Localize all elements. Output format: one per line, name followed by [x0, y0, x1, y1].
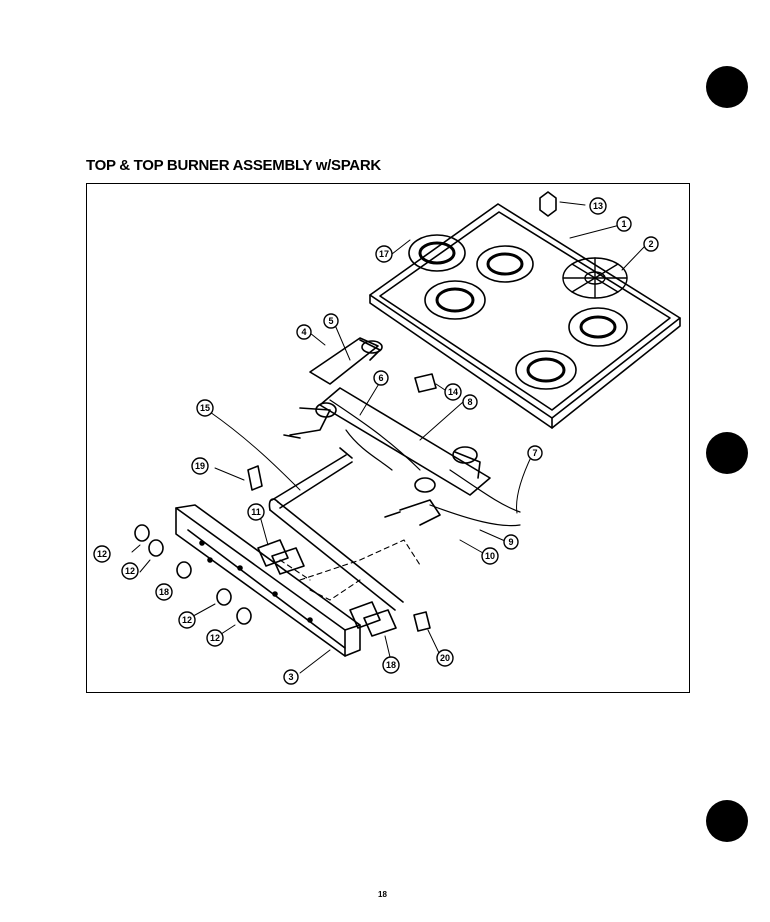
binder-hole-bottom [706, 800, 748, 842]
svg-text:4: 4 [301, 327, 306, 337]
svg-text:10: 10 [485, 551, 495, 561]
callout-7: 7 [527, 445, 543, 461]
burner-rings [408, 234, 628, 390]
svg-text:2: 2 [648, 239, 653, 249]
leader-lines [131, 201, 646, 674]
svg-text:11: 11 [251, 507, 261, 517]
callout-17: 17 [375, 245, 393, 263]
callout-12-a: 12 [93, 545, 111, 563]
callout-3: 3 [283, 669, 299, 685]
svg-text:3: 3 [288, 672, 293, 682]
binder-hole-top [706, 66, 748, 108]
callout-1: 1 [616, 216, 632, 232]
callout-13: 13 [589, 197, 607, 215]
svg-text:12: 12 [97, 549, 107, 559]
callout-20: 20 [436, 649, 454, 667]
callout-18-b: 18 [382, 656, 400, 674]
svg-text:15: 15 [200, 403, 210, 413]
dashed-wires [279, 539, 421, 601]
gas-manifold-pipe [268, 447, 404, 611]
svg-text:13: 13 [593, 201, 603, 211]
svg-text:14: 14 [448, 387, 458, 397]
svg-text:12: 12 [182, 615, 192, 625]
callout-11: 11 [247, 503, 265, 521]
callout-10: 10 [481, 547, 499, 565]
callout-14: 14 [444, 383, 462, 401]
svg-text:12: 12 [210, 633, 220, 643]
bracket-19 [247, 465, 263, 491]
svg-text:18: 18 [159, 587, 169, 597]
knobs [134, 524, 252, 625]
cooktop-panel [369, 203, 681, 429]
svg-text:8: 8 [467, 397, 472, 407]
clip-part [539, 191, 557, 217]
callout-6: 6 [373, 370, 389, 386]
callout-9: 9 [503, 534, 519, 550]
bracket-20 [413, 611, 431, 632]
callout-4: 4 [296, 324, 312, 340]
svg-text:1: 1 [621, 219, 626, 229]
page-number: 18 [378, 890, 387, 899]
callout-2: 2 [643, 236, 659, 252]
callout-18-a: 18 [155, 583, 173, 601]
binder-hole-middle [706, 432, 748, 474]
page-title: TOP & TOP BURNER ASSEMBLY w/SPARK [86, 157, 381, 174]
svg-text:19: 19 [195, 461, 205, 471]
svg-text:6: 6 [378, 373, 383, 383]
svg-text:12: 12 [125, 566, 135, 576]
svg-text:20: 20 [440, 653, 450, 663]
svg-text:7: 7 [532, 448, 537, 458]
callout-5: 5 [323, 313, 339, 329]
control-panel [175, 504, 361, 657]
bracket-14 [414, 373, 437, 393]
svg-text:9: 9 [508, 537, 513, 547]
callout-8: 8 [462, 394, 478, 410]
callout-12-c: 12 [178, 611, 196, 629]
callout-19: 19 [191, 457, 209, 475]
callout-15: 15 [196, 399, 214, 417]
svg-text:18: 18 [386, 660, 396, 670]
valve-assembly [257, 539, 397, 637]
wire-harness [329, 399, 521, 527]
callout-12-b: 12 [121, 562, 139, 580]
burner-grate [562, 257, 628, 299]
svg-text:17: 17 [379, 249, 389, 259]
callout-12-d: 12 [206, 629, 224, 647]
diagram-frame [86, 183, 690, 693]
svg-text:5: 5 [328, 316, 333, 326]
burner-base-assembly [283, 337, 491, 526]
